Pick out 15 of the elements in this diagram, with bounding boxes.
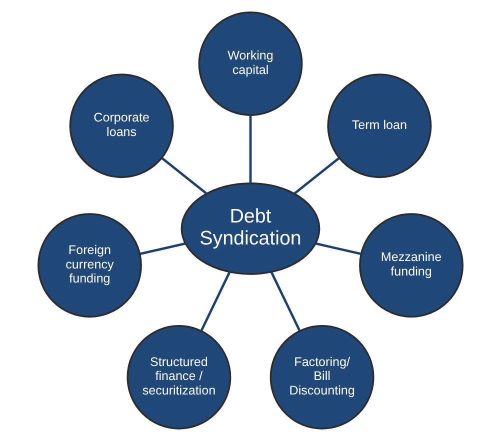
connector	[316, 242, 361, 255]
node-circle: Corporate loans	[69, 74, 174, 178]
connector	[249, 115, 252, 184]
connector	[270, 272, 301, 332]
node-circle: Factoring/ Bill Discounting	[270, 325, 374, 430]
node-circle: Term loan	[327, 74, 432, 178]
connector	[200, 272, 231, 332]
connector	[140, 242, 186, 255]
node-circle: Structured finance / securitization	[126, 325, 232, 430]
connector	[161, 157, 208, 194]
node-circle: Mezzanine funding	[359, 213, 464, 318]
node-circle: Working capital	[198, 12, 303, 116]
connector	[294, 157, 340, 194]
node-ellipse: Debt Syndication	[180, 182, 320, 275]
node-circle: Foreign currency funding	[38, 213, 142, 318]
